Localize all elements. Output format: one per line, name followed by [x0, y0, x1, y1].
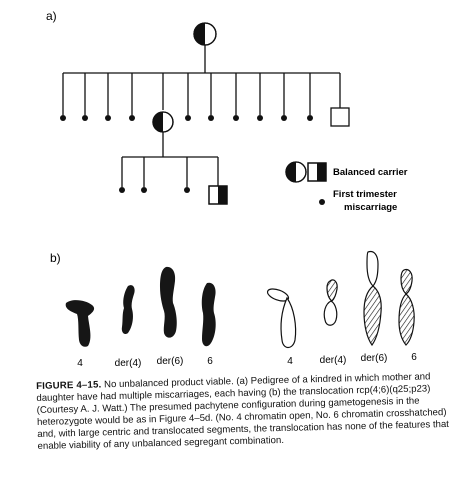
pedigree-founder-female-carrier [193, 22, 217, 46]
diagram-label-4: 4 [287, 356, 293, 367]
legend-miscarriage-dot [319, 199, 325, 205]
panel-label-a: a) [46, 9, 57, 23]
diagram-label-der6: der(6) [361, 353, 388, 364]
diagram-label-6: 6 [411, 352, 417, 363]
photo-label-der4: der(4) [115, 358, 142, 369]
karyotype-photo [65, 266, 216, 347]
pedigree [60, 22, 350, 205]
pedigree-daughter-female-carrier [152, 111, 174, 133]
pedigree-gen3-miscarriages [119, 187, 190, 193]
photo-label-der6: der(6) [157, 356, 184, 367]
figure-caption: FIGURE 4–15. No unbalanced product viabl… [36, 371, 458, 453]
legend-carrier-label: Balanced carrier [333, 167, 408, 178]
diagram-label-der4: der(4) [320, 355, 347, 366]
pedigree-gen3-drops [121, 157, 219, 187]
legend-miscarriage-label-line2: miscarriage [344, 202, 397, 213]
pedigree-gen2-miscarriages [60, 115, 313, 121]
diagram-chromosome-der4 [323, 279, 338, 326]
photo-label-4: 4 [77, 358, 83, 369]
photo-label-6: 6 [207, 356, 213, 367]
diagram-chromosome-4 [266, 288, 297, 349]
photo-chromosome-der4 [121, 285, 135, 335]
panel-label-b: b) [50, 251, 61, 265]
figure-number: FIGURE 4–15. [36, 379, 102, 392]
legend-carrier-circle-symbol [285, 161, 307, 183]
karyotype-diagram [266, 250, 415, 349]
pedigree-gen3-male-carrier [208, 185, 228, 205]
photo-chromosome-6 [201, 282, 216, 347]
legend-carrier-square-symbol [307, 162, 327, 182]
legend-miscarriage-label-line1: First trimester [333, 189, 397, 200]
diagram-chromosome-der6 [363, 250, 382, 347]
pedigree-gen2-drops [62, 73, 341, 115]
photo-chromosome-4 [65, 300, 95, 347]
photo-labels: 4 der(4) der(6) 6 [77, 356, 213, 369]
diagram-labels: 4 der(4) der(6) 6 [287, 352, 417, 367]
pedigree-gen2-male-unaffected [330, 107, 350, 127]
legend: Balanced carrier First trimester miscarr… [285, 161, 408, 213]
diagram-chromosome-6 [398, 268, 415, 346]
photo-chromosome-der6 [160, 266, 177, 338]
